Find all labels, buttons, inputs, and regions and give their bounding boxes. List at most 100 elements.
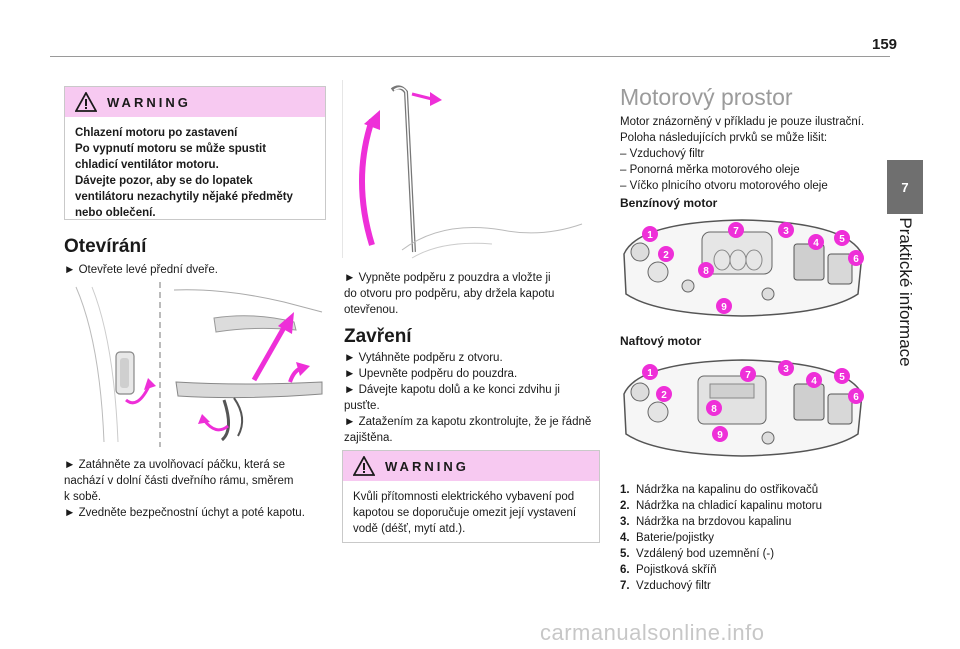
callout-badges: 1 2 7 8 3 4 5 6 9 xyxy=(642,222,864,314)
steps-release-lever: ► Zatáhněte za uvolňovací páčku, která s… xyxy=(64,457,334,521)
step-line: otevřenou. xyxy=(344,304,399,316)
step-line: nachází v dolní části dveřního rámu, smě… xyxy=(64,475,294,487)
figure-petrol-engine: 1 2 7 8 3 4 5 6 9 xyxy=(623,219,864,317)
callout-badge-7 xyxy=(740,366,756,382)
callout-badge-3 xyxy=(778,222,794,238)
step-line: pusťte. xyxy=(344,400,380,412)
callout-badge-3 xyxy=(778,360,794,376)
callout-badge-4 xyxy=(806,372,822,388)
steps-closing: ► Vytáhněte podpěru z otvoru. ► Upevněte… xyxy=(344,350,606,446)
chapter-tab[interactable]: 7 xyxy=(887,160,923,214)
callout-badge-8 xyxy=(698,262,714,278)
callout-badge-5 xyxy=(834,368,850,384)
intro-line: – Víčko plnicího otvoru motorového oleje xyxy=(620,180,828,192)
callout-badges: 1 2 7 8 3 4 5 6 9 xyxy=(642,360,864,442)
warning-line: Kvůli přítomnosti elektrického vybavení … xyxy=(353,491,575,503)
intro-line: – Ponorná měrka motorového oleje xyxy=(620,164,800,176)
page-title: Motorový prostor xyxy=(620,84,793,110)
figure-hood-release xyxy=(75,282,323,447)
callout-badge-3-label: 3 xyxy=(783,364,789,375)
step-open-door: ► Otevřete levé přední dveře. xyxy=(64,264,218,276)
callout-badge-5 xyxy=(834,230,850,246)
callout-badge-6 xyxy=(848,388,864,404)
page-number: 159 xyxy=(872,36,898,53)
callout-badge-8 xyxy=(706,400,722,416)
step-line: ► Zatáhněte za uvolňovací páčku, která s… xyxy=(64,459,286,471)
step-line: do otvoru pro podpěru, aby držela kapotu xyxy=(344,288,555,300)
step-line: ► Upevněte podpěru do pouzdra. xyxy=(344,368,518,380)
figure-diesel-engine: 1 2 7 8 3 4 5 6 9 xyxy=(623,359,864,457)
callout-badge-5-label: 5 xyxy=(839,234,845,245)
callout-badge-1-label: 1 xyxy=(647,368,653,379)
callout-badge-9-label: 9 xyxy=(721,302,727,313)
legend-item: 1.Nádržka na kapalinu do ostřikovačů xyxy=(620,484,819,496)
warning-line: chladicí ventilátor motoru. xyxy=(75,159,219,171)
legend-item: 3.Nádržka na brzdovou kapalinu xyxy=(620,516,792,528)
callout-badge-2-label: 2 xyxy=(663,250,669,261)
warning-title: WARNING xyxy=(385,458,469,474)
callout-badge-6-label: 6 xyxy=(853,254,859,265)
warning-line: Dávejte pozor, aby se do lopatek xyxy=(75,175,253,187)
warning-line: kapotou se doporučuje omezit její vystav… xyxy=(353,507,577,519)
callout-badge-7-label: 7 xyxy=(745,370,751,381)
warning-line: ventilátoru nezachytily nějaké předměty xyxy=(75,191,293,203)
callout-badge-8-label: 8 xyxy=(703,266,709,277)
callout-badge-4-label: 4 xyxy=(813,238,819,249)
intro-line: Motor znázorněný v příkladu je pouze ilu… xyxy=(620,116,865,128)
component-legend: 1.Nádržka na kapalinu do ostřikovačů 2.N… xyxy=(620,482,880,594)
callout-badge-2 xyxy=(656,386,672,402)
warning-text: Chlazení motoru po zastavení Po vypnutí … xyxy=(65,117,325,229)
step-line: k sobě. xyxy=(64,491,102,503)
warning-box-cooling: WARNING Chlazení motoru po zastavení Po … xyxy=(64,86,326,220)
warning-header: WARNING xyxy=(65,87,325,117)
chapter-label: Praktické informace xyxy=(885,217,925,366)
warning-triangle-icon xyxy=(353,456,375,476)
warning-line: Po vypnutí motoru se může spustit xyxy=(75,143,267,155)
callout-badge-4 xyxy=(808,234,824,250)
step-line: ► Vypněte podpěru z pouzdra a vložte ji xyxy=(344,272,551,284)
warning-box-water: WARNING Kvůli přítomnosti elektrického v… xyxy=(342,450,600,543)
callout-badge-9 xyxy=(716,298,732,314)
watermark: carmanualsonline.info xyxy=(540,620,765,645)
warning-title: WARNING xyxy=(107,94,191,110)
intro-line: – Vzduchový filtr xyxy=(620,148,705,160)
callout-badge-2 xyxy=(658,246,674,262)
callout-badge-5-label: 5 xyxy=(839,372,845,383)
legend-item: 7.Vzduchový filtr xyxy=(620,580,711,592)
callout-badge-3-label: 3 xyxy=(783,226,789,237)
intro-text: Motor znázorněný v příkladu je pouze ilu… xyxy=(620,114,880,194)
label-petrol-engine: Benzínový motor xyxy=(620,196,718,210)
step-line: ► Zatažením za kapotu zkontrolujte, že j… xyxy=(344,416,592,428)
callout-badge-1-label: 1 xyxy=(647,230,653,241)
legend-item: 2.Nádržka na chladicí kapalinu motoru xyxy=(620,500,823,512)
warning-header: WARNING xyxy=(343,451,599,481)
callout-badge-8-label: 8 xyxy=(711,404,717,415)
callout-badge-6-label: 6 xyxy=(853,392,859,403)
callout-badge-7-label: 7 xyxy=(733,226,739,237)
callout-badge-2-label: 2 xyxy=(661,390,667,401)
callout-badge-7 xyxy=(728,222,744,238)
top-divider xyxy=(50,56,890,57)
warning-line: nebo oblečení. xyxy=(75,207,156,219)
step-line: zajištěna. xyxy=(344,432,393,444)
figure-hood-prop xyxy=(342,80,583,259)
callout-badge-1 xyxy=(642,364,658,380)
chapter-title: Praktické informace xyxy=(896,217,915,367)
callout-badge-9-label: 9 xyxy=(717,430,723,441)
step-line: ► Dávejte kapotu dolů a ke konci zdvihu … xyxy=(344,384,560,396)
step-line: ► Zvedněte bezpečnostní úchyt a poté kap… xyxy=(64,507,305,519)
heading-opening: Otevírání xyxy=(64,236,147,257)
label-diesel-engine: Naftový motor xyxy=(620,334,702,348)
legend-item: 6.Pojistková skříň xyxy=(620,564,717,576)
steps-prop: ► Vypněte podpěru z pouzdra a vložte ji … xyxy=(344,270,604,318)
warning-triangle-icon xyxy=(75,92,97,112)
warning-line: Chlazení motoru po zastavení xyxy=(75,127,238,139)
callout-badge-4-label: 4 xyxy=(811,376,817,387)
warning-text: Kvůli přítomnosti elektrického vybavení … xyxy=(343,481,599,545)
callout-badge-9 xyxy=(712,426,728,442)
heading-closing: Zavření xyxy=(344,326,412,347)
intro-line: Poloha následujících prvků se může lišit… xyxy=(620,132,828,144)
callout-badge-6 xyxy=(848,250,864,266)
legend-item: 5.Vzdálený bod uzemnění (-) xyxy=(620,548,775,560)
step-line: ► Vytáhněte podpěru z otvoru. xyxy=(344,352,503,364)
